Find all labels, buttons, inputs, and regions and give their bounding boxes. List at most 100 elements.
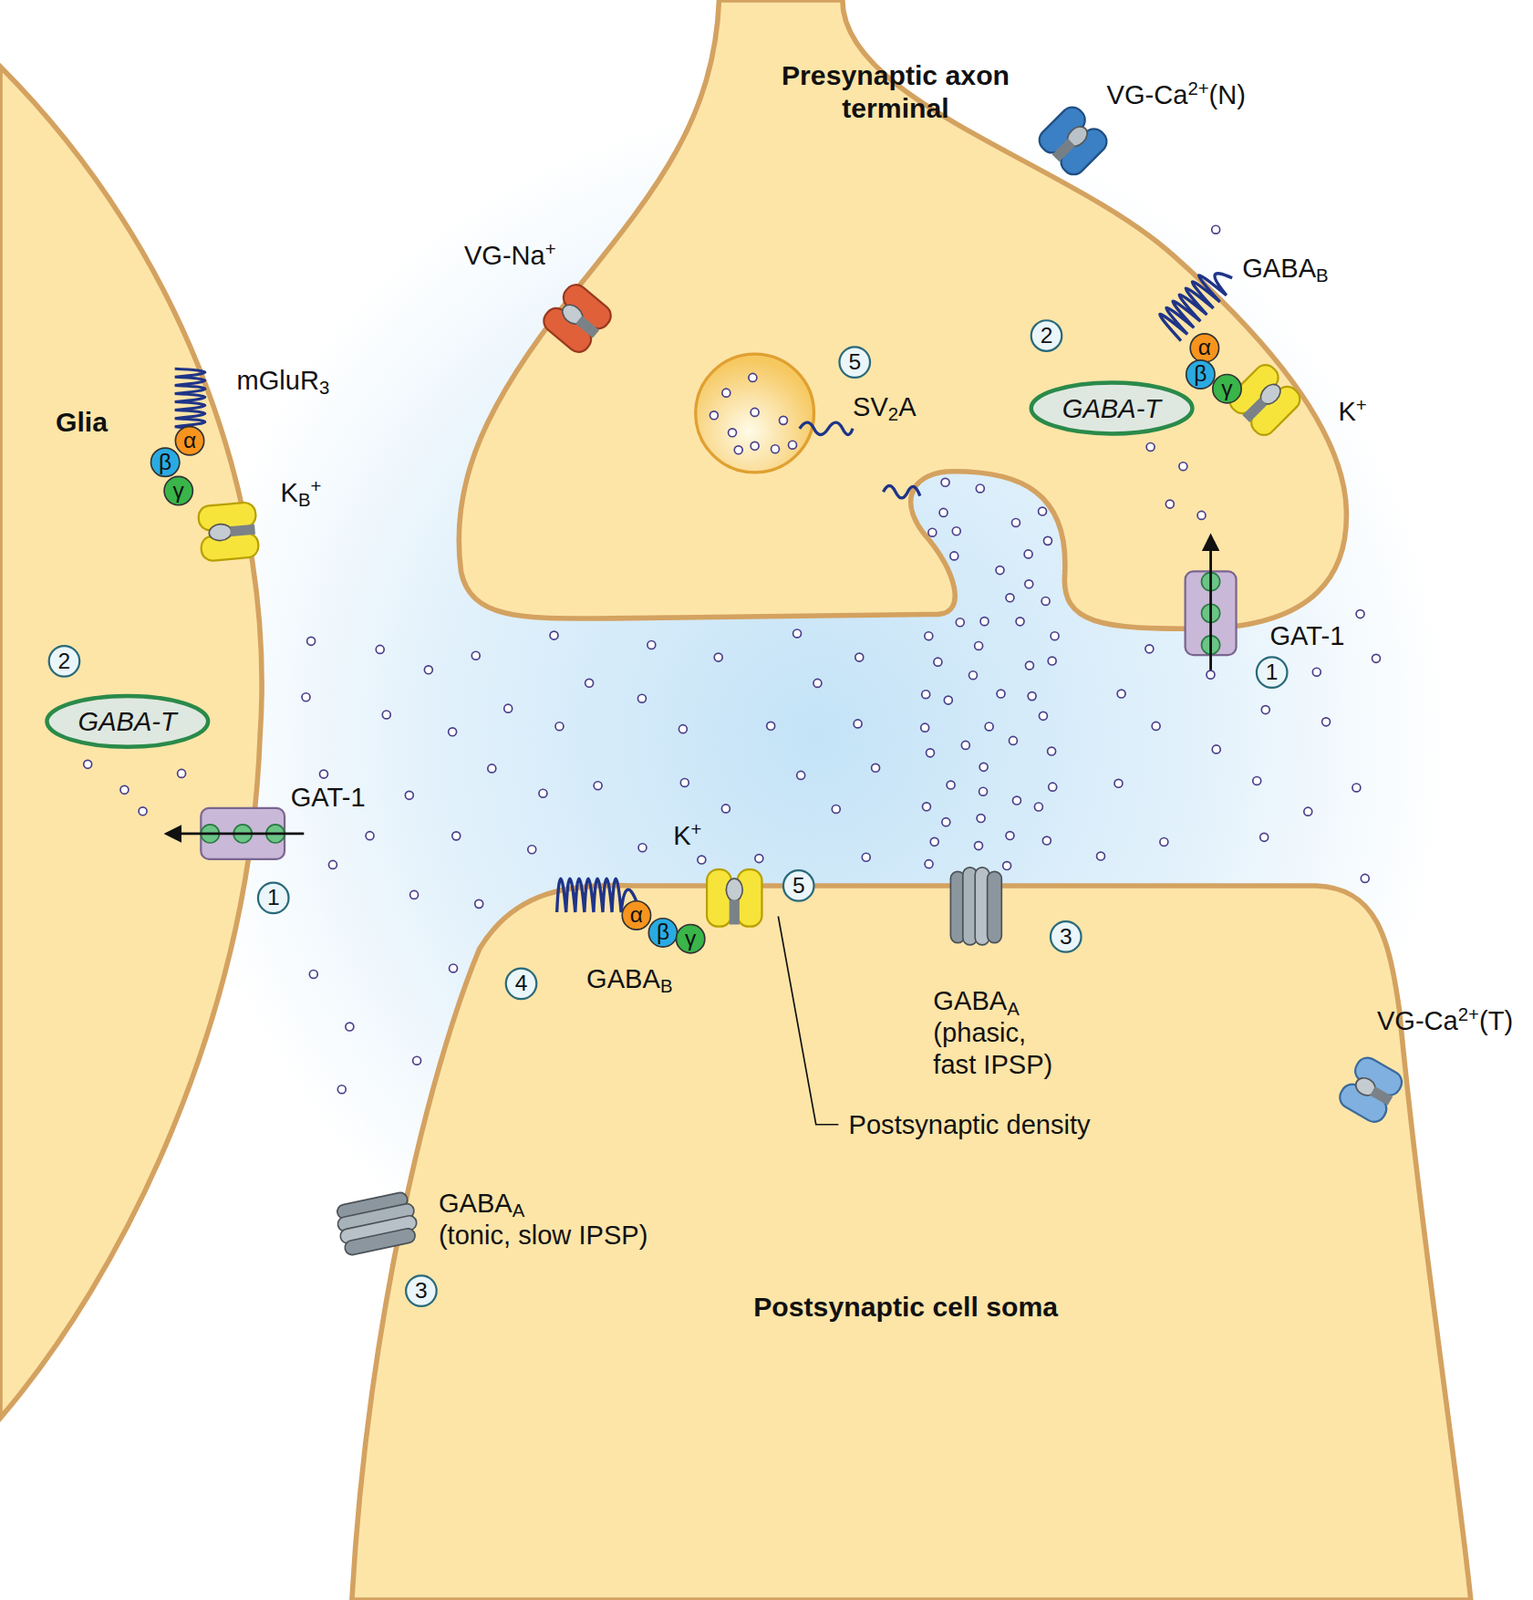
gaba-molecule [1012,796,1021,805]
gaba-molecule [1151,721,1161,730]
gaba-molecule [697,855,706,864]
gaba-molecule [504,704,513,713]
gaba-molecule [475,899,484,908]
gaba-molecule [555,722,564,731]
gaba-molecule [928,528,937,537]
gaba-molecule [404,790,414,799]
gaba-molecule [328,859,337,869]
gaba-molecule [871,763,881,772]
subunit-label: α [630,903,643,927]
gaba-molecule [952,527,961,536]
channel-label: VG-Ca2+(N) [1106,79,1245,112]
gaba-molecule [410,890,419,899]
transporter-label: GAT-1 [290,781,366,814]
enzyme-ellipse: GABA-T [1027,379,1195,437]
gaba-molecule [448,727,457,736]
channel-label: K+ [1337,395,1367,428]
channel-label: K+ [673,819,702,852]
subunit-label: γ [173,479,185,503]
gaba-molecule [861,852,871,861]
gaba-molecule [678,725,687,734]
gaba-molecule [1041,597,1050,606]
cell-title: Postsynaptic cell soma [752,1290,1059,1324]
glia-cell [0,66,262,1419]
gaba-molecule [307,636,316,645]
calcium-channel [1035,102,1112,179]
gaba-molecule [946,780,955,789]
gaba-molecule [365,831,374,840]
gaba-molecule [449,963,458,973]
gaba-molecule [976,814,985,823]
callout-number: 5 [848,351,861,374]
callout-number: 4 [515,972,529,995]
gaba-molecule [921,690,931,699]
gaba-molecule [1038,711,1047,720]
gaba-molecule [1322,717,1331,726]
gaba-a-receptor [333,1190,421,1256]
gaba-molecule [939,507,948,517]
subunit-label: β [158,450,172,474]
gaba-molecule [1043,536,1052,545]
gaba-molecule [1008,735,1017,745]
g-protein [151,333,1243,953]
potassium-channel [197,501,260,562]
callout-number: 1 [1265,661,1279,684]
synaptic-vesicle [695,353,921,498]
gaba-molecule [1015,617,1025,626]
gaba-molecule [1260,832,1269,841]
gaba-molecule [955,618,964,627]
glia-region: GliaGABA-T [0,61,266,1419]
gaba-molecule [549,631,559,640]
gaba-molecule [797,770,806,779]
gaba-molecule [301,693,311,702]
channel-label: VG-Na+ [464,239,557,272]
callout-number: 3 [414,1279,428,1303]
gaba-molecule [1360,873,1369,882]
gaba-molecule [382,710,391,719]
gaba-molecule [974,642,984,651]
gaba-molecule [345,1022,354,1031]
gaba-molecule [1011,517,1020,527]
gaba-molecule [413,1056,422,1065]
gaba-molecule [793,629,802,638]
gaba-molecule [337,1085,346,1094]
gaba-molecule [853,719,862,728]
gaba-molecule [1304,807,1313,816]
gaba-molecule [680,778,689,788]
gaba-molecule [585,678,594,687]
subunit-label: γ [1221,377,1233,401]
gaba-molecule [309,969,318,978]
gaba-molecule [538,788,548,798]
gaba-molecule [452,831,461,840]
enzyme-label: GABA-T [78,704,177,738]
subunit-label: γ [684,927,696,951]
receptor-label: GABAA (tonic, slow IPSP) [438,1187,648,1251]
gaba-molecule [1024,549,1033,559]
subunit-label: α [1198,336,1212,360]
callout-circle [49,320,1288,1306]
enzyme-ellipse: GABA-T [43,693,211,751]
gaba-molecule [930,837,939,846]
potassium-channel [706,869,762,927]
gaba-molecule [950,551,959,560]
gaba-transporter [166,536,1236,859]
transporter-label: GAT-1 [1269,620,1345,653]
receptor-label: mGluR3 [236,364,330,397]
gaba-molecule [980,617,989,626]
gaba-molecule [1050,631,1059,641]
gaba-molecule [1253,776,1262,785]
receptor-label: GABAB [586,963,673,995]
gaba-molecule [755,854,764,863]
gaba-molecule [1047,746,1057,756]
gaba-molecule [1047,656,1057,665]
subunit-label: β [1193,362,1207,386]
gaba-molecule [1042,836,1051,845]
cell-title: Glia [31,405,134,439]
gaba-molecule [647,640,656,649]
gaba-molecule [471,651,480,660]
gaba-molecule [721,804,730,813]
gaba-molecule [593,781,602,790]
